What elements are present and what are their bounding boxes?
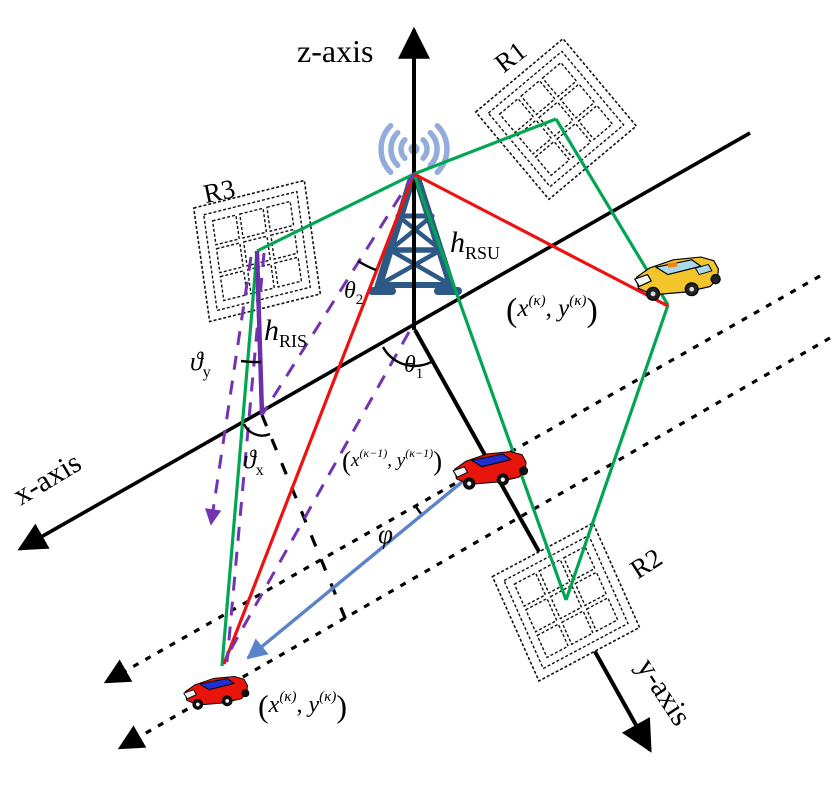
road-lane-lines [103,274,831,750]
link-rsu-to-r1 [413,117,557,176]
vartheta-x-label: ϑx [243,445,264,479]
z-axis-label: z-axis [297,33,373,69]
vartheta-y-arc [240,359,262,364]
theta1-label: θ1 [404,352,423,382]
coordinate-axes [17,26,751,753]
dashed-rsu-to-ris-foot [260,173,416,416]
theta1-arc [381,346,434,368]
vehicle-motion-arrow [246,475,470,660]
car-previous-coordinates-label: (x(κ−1), y(κ−1)) [342,446,442,476]
theta2-label: θ2 [344,278,363,308]
antenna-broadcast-icon [378,122,450,176]
road-lane-line-2 [117,336,831,750]
x-axis-label: x-axis [7,446,87,512]
link-rsu-to-r3 [256,172,415,253]
h-rsu-label: hRSU [450,226,500,263]
phi-label: φ [378,519,393,549]
dashed-ris-boresight-arrow [205,256,253,526]
dashed-origin-to-car [224,331,411,659]
car-current-coordinates-label: (x(κ), y(κ)) [258,688,347,724]
link-rsu-to-car [222,173,416,665]
vartheta-x-arc [242,423,271,437]
vartheta-y-label: ϑy [190,347,211,381]
x-axis-line [17,131,751,551]
direct-rsu-links [222,172,669,665]
virtual-path-dashed-lines [205,173,416,663]
y-axis-label: y-axis [630,652,698,731]
ris-panel-r2 [491,522,641,682]
taxi-coordinates-label: (x(κ), y(κ)) [506,292,598,329]
red-car-previous-position-icon [452,451,529,490]
link-rsu-to-r2 [412,173,568,601]
link-r2-to-taxi [564,304,670,601]
r2-panel-label: R2 [625,542,668,584]
theta2-arc [357,259,377,272]
red-car-current-position-icon [183,675,250,710]
ris-foot-projection-dashed-line [260,414,352,631]
link-rsu-to-taxi [413,172,669,308]
link-r3-to-car [220,250,259,667]
dashed-r3-to-car [225,252,266,663]
taxi-car-icon [634,256,721,301]
r3-panel-label: R3 [201,173,238,209]
h-ris-label: hRIS [264,314,307,351]
ris-height-line [254,250,265,416]
y-axis-line [413,329,652,753]
